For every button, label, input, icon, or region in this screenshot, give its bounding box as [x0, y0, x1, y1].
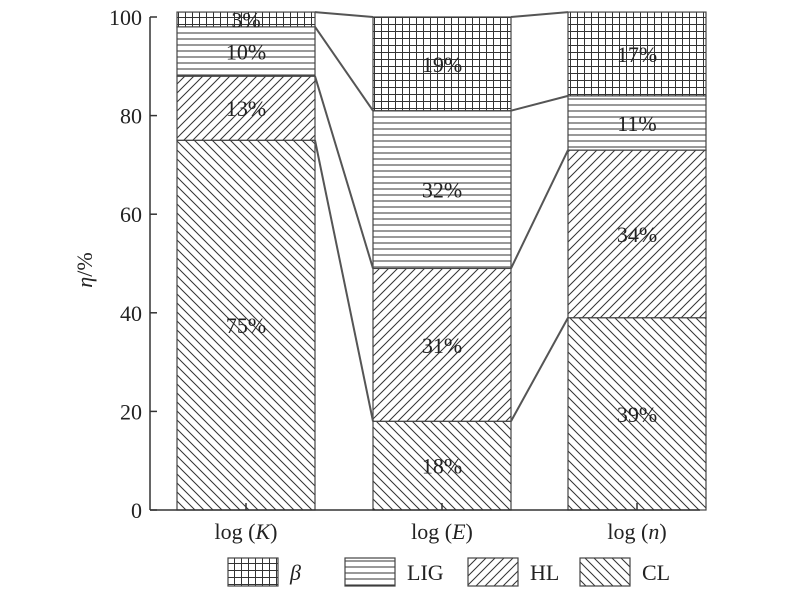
y-tick-label: 0 [131, 498, 142, 523]
bar-segment-beta-n [567, 11, 707, 97]
bar-segment-hl-k [176, 75, 316, 141]
connector-line [314, 75, 374, 269]
bar-segment-beta-e [372, 16, 512, 112]
y-tick-label: 40 [120, 301, 142, 326]
bars-layer [176, 11, 707, 511]
legend-swatch-cl [579, 557, 631, 587]
bar-segment-beta-k [176, 11, 316, 28]
bar-segment-cl-e [372, 420, 512, 511]
data-label-beta-e: 19% [422, 52, 462, 77]
axes: 0 20 40 60 80 100 log (K) log (E) log (n) η/% [72, 5, 700, 544]
x-tick-label-k: log (K) [215, 519, 278, 544]
data-label-lig-e: 32% [422, 178, 462, 203]
y-tick-label: 80 [120, 104, 142, 129]
data-label-beta-k: 3% [231, 7, 260, 32]
y-tick-label: 100 [109, 5, 142, 30]
connector-line [510, 94, 569, 112]
connector-line [510, 11, 569, 18]
x-tick-label-n: log (n) [607, 519, 666, 544]
data-label-hl-e: 31% [422, 333, 462, 358]
connector-line [314, 140, 374, 422]
legend-label-hl: HL [530, 560, 559, 585]
bar-segment-lig-e [372, 110, 512, 270]
data-label-lig-k: 10% [226, 40, 266, 65]
connector-line [314, 26, 374, 112]
y-tick-label: 20 [120, 399, 142, 424]
legend-swatch-hl [467, 557, 519, 587]
legend-swatch-lig [344, 557, 396, 587]
connector-line [510, 317, 569, 422]
legend-label-lig: LIG [407, 560, 444, 585]
bar-segment-cl-k [176, 139, 316, 511]
data-label-cl-e: 18% [422, 454, 462, 479]
data-label-lig-n: 11% [617, 111, 657, 136]
segment-labels: 75% 13% 10% 3% 18% 31% 32% 19% 39% 34% 11% 17% [226, 7, 657, 478]
legend-label-cl: CL [642, 560, 670, 585]
data-label-cl-n: 39% [617, 402, 657, 427]
connector-line [314, 11, 374, 18]
y-axis-label: η/% [72, 252, 97, 287]
legend: β LIG HL CL [227, 557, 670, 587]
connector-lines [314, 11, 569, 422]
y-tick-label: 60 [120, 202, 142, 227]
x-tick-label-e: log (E) [411, 519, 473, 544]
data-label-hl-n: 34% [617, 222, 657, 247]
bar-segment-hl-e [372, 267, 512, 422]
bar-segment-hl-n [567, 149, 707, 319]
legend-label-beta: β [289, 560, 301, 585]
legend-swatch-beta [227, 557, 279, 587]
data-label-cl-k: 75% [226, 313, 266, 338]
connector-line [510, 149, 569, 269]
data-label-beta-n: 17% [617, 42, 657, 67]
data-label-hl-k: 13% [226, 96, 266, 121]
bar-segment-cl-n [567, 317, 707, 511]
